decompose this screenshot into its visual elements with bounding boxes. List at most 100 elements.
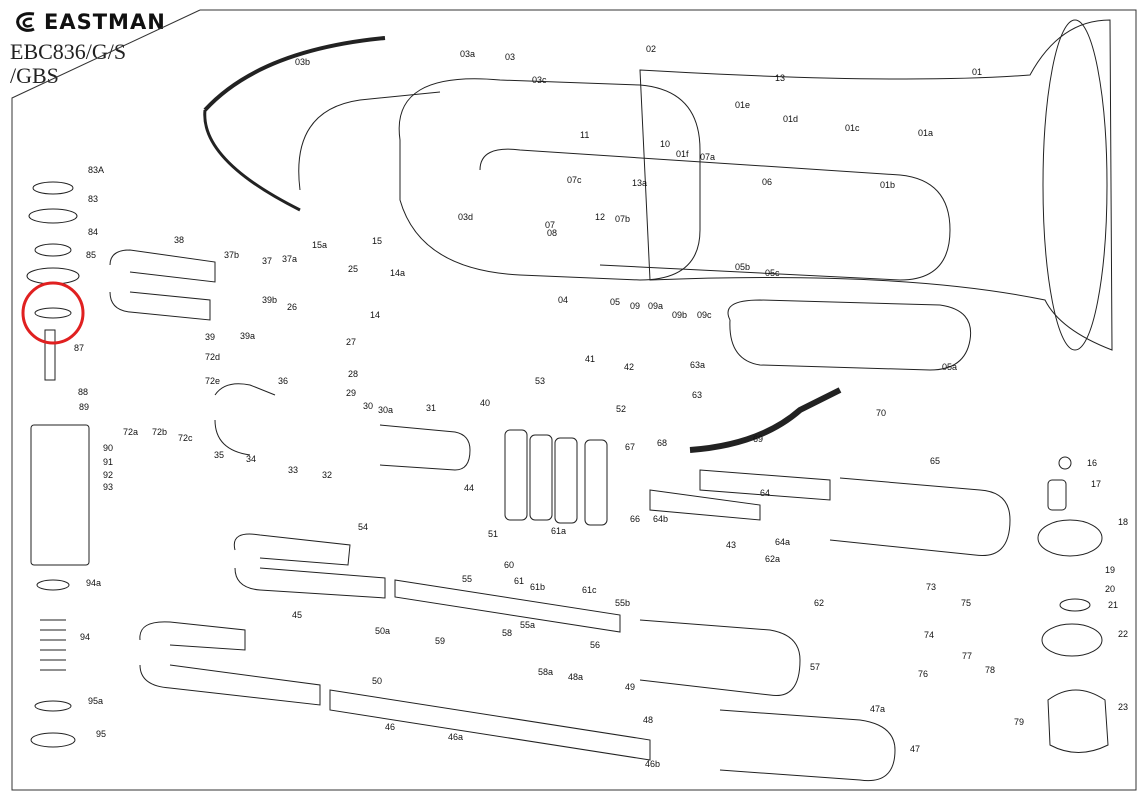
part-label-63a: 63a: [690, 360, 705, 370]
part-label-39b: 39b: [262, 295, 277, 305]
part-label-09a: 09a: [648, 301, 663, 311]
bell-section: [639, 19, 1113, 351]
part-label-03: 03: [505, 52, 515, 62]
part-label-23: 23: [1118, 702, 1128, 712]
part-label-61c: 61c: [582, 585, 597, 595]
part-label-31: 31: [426, 403, 436, 413]
valve-tubing-loop: [479, 148, 951, 281]
part-label-64a: 64a: [775, 537, 790, 547]
part-label-61: 61: [514, 576, 524, 586]
part-label-14a: 14a: [390, 268, 405, 278]
slide-57: [639, 619, 801, 697]
part-label-05: 05: [610, 297, 620, 307]
part-label-39: 39: [205, 332, 215, 342]
part-label-33: 33: [288, 465, 298, 475]
part-label-03c: 03c: [532, 75, 547, 85]
part-label-53: 53: [535, 376, 545, 386]
part-label-62a: 62a: [765, 554, 780, 564]
slide-64: [649, 469, 831, 521]
part-label-01d: 01d: [783, 114, 798, 124]
part-label-09: 09: [630, 301, 640, 311]
part-label-37b: 37b: [224, 250, 239, 260]
strap-tail: [203, 109, 301, 212]
slide-45: [139, 621, 321, 706]
part-label-64: 64: [760, 488, 770, 498]
part-label-72e: 72e: [205, 376, 220, 386]
part-label-74: 74: [924, 630, 934, 640]
part-label-27: 27: [346, 337, 356, 347]
slide-65: [829, 477, 1011, 557]
part-label-46b: 46b: [645, 759, 660, 769]
part-label-30a: 30a: [378, 405, 393, 415]
slide-47: [719, 709, 896, 782]
part-label-02: 02: [646, 44, 656, 54]
part-label-70: 70: [876, 408, 886, 418]
part-label-07: 07: [545, 220, 555, 230]
page-frame: [11, 9, 1137, 791]
part-label-09c: 09c: [697, 310, 712, 320]
part-label-06: 06: [762, 177, 772, 187]
part-label-34: 34: [246, 454, 256, 464]
part-label-03d: 03d: [458, 212, 473, 222]
part-label-78: 78: [985, 665, 995, 675]
part-label-07b: 07b: [615, 214, 630, 224]
part-label-35: 35: [214, 450, 224, 460]
part-label-73: 73: [926, 582, 936, 592]
part-label-69: 69: [753, 434, 763, 444]
part-label-47a: 47a: [870, 704, 885, 714]
tube-55: [394, 579, 621, 633]
part-label-89: 89: [79, 402, 89, 412]
part-label-77: 77: [962, 651, 972, 661]
part-label-48a: 48a: [568, 672, 583, 682]
bell-rim: [1042, 19, 1108, 351]
part-label-72a: 72a: [123, 427, 138, 437]
part-label-25: 25: [348, 264, 358, 274]
slide-38: [109, 249, 216, 321]
part-label-55: 55: [462, 574, 472, 584]
part-label-20: 20: [1105, 584, 1115, 594]
part-label-15: 15: [372, 236, 382, 246]
part-label-29: 29: [346, 388, 356, 398]
part-label-56: 56: [590, 640, 600, 650]
piston-stack: [26, 181, 90, 748]
part-label-79: 79: [1014, 717, 1024, 727]
slide-54: [233, 533, 386, 599]
part-label-07a: 07a: [700, 152, 715, 162]
part-label-09b: 09b: [672, 310, 687, 320]
slide-31: [379, 424, 471, 471]
part-label-60: 60: [504, 560, 514, 570]
part-label-10: 10: [660, 139, 670, 149]
part-label-22: 22: [1118, 629, 1128, 639]
lead-pipe-curve: [298, 91, 441, 191]
part-label-65: 65: [930, 456, 940, 466]
part-label-50: 50: [372, 676, 382, 686]
part-label-62: 62: [814, 598, 824, 608]
part-label-63: 63: [692, 390, 702, 400]
part-label-50a: 50a: [375, 626, 390, 636]
part-label-46a: 46a: [448, 732, 463, 742]
part-label-32: 32: [322, 470, 332, 480]
eastman-swirl-icon: [16, 12, 35, 32]
part-label-52: 52: [616, 404, 626, 414]
model-line-1: EBC836/G/S: [10, 39, 127, 64]
part-label-84: 84: [88, 227, 98, 237]
part-label-11: 11: [580, 130, 589, 140]
part-label-13: 13: [775, 73, 785, 83]
part-label-54: 54: [358, 522, 368, 532]
model-line-2: /GBS: [10, 63, 59, 88]
part-label-01f: 01f: [676, 149, 689, 159]
part-label-37: 37: [262, 256, 272, 266]
instrument-drawing: [26, 19, 1113, 782]
part-label-72b: 72b: [152, 427, 167, 437]
part-label-04: 04: [558, 295, 568, 305]
part-label-01: 01: [972, 67, 982, 77]
highlight-circle: [21, 281, 85, 345]
brand-wordmark: EASTMAN: [44, 10, 166, 34]
part-label-39a: 39a: [240, 331, 255, 341]
part-label-36: 36: [278, 376, 288, 386]
brand-header: EASTMAN: [14, 10, 166, 34]
part-label-95: 95: [96, 729, 106, 739]
part-label-14: 14: [370, 310, 380, 320]
